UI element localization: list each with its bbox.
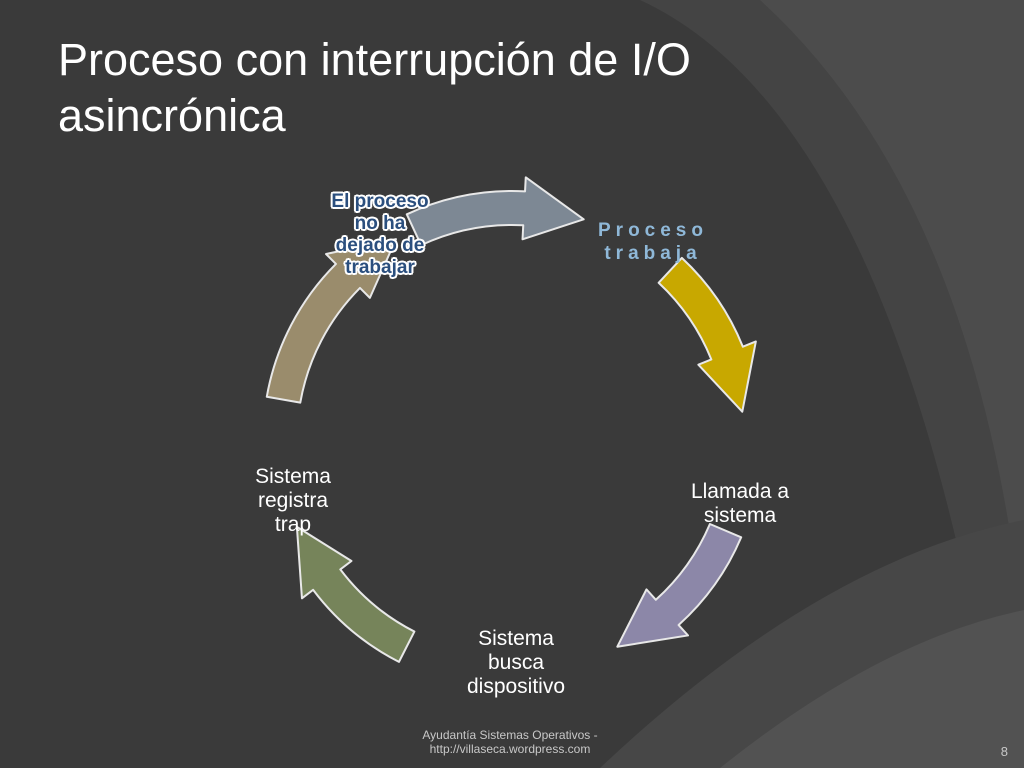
node-call-line-1: Llamada a — [690, 480, 790, 503]
slide-footer: Ayudantía Sistemas Operativos - http://v… — [380, 728, 640, 756]
arrow-work-to-call — [657, 256, 757, 413]
title-line-1: Proceso con interrupción de I/O — [58, 34, 691, 85]
node-work-line-1: Proceso — [598, 220, 708, 241]
node-process-not-stopped: El proceso no ha dejado de trabajar — [300, 191, 460, 279]
node-call-line-2: sistema — [703, 504, 777, 527]
node-trap-line-3: trap — [274, 513, 312, 536]
slide-title: Proceso con interrupción de I/O asincrón… — [58, 32, 958, 144]
node-busca-line-3: dispositivo — [466, 675, 566, 698]
arrow-trap-to-start — [265, 238, 397, 404]
node-start-line-1: El proceso — [331, 191, 429, 212]
node-busca-line-1: Sistema — [478, 627, 554, 650]
footer-line-1: Ayudantía Sistemas Operativos - — [422, 728, 598, 742]
node-work-line-2: trabaja — [604, 243, 702, 264]
node-system-call: Llamada a sistema — [665, 480, 815, 528]
footer-line-2: http://villaseca.wordpress.com — [429, 742, 591, 756]
node-start-line-3: dejado de — [335, 235, 425, 256]
node-trap-line-1: Sistema — [255, 465, 331, 488]
node-process-works: Proceso trabaja — [568, 219, 738, 265]
title-line-2: asincrónica — [58, 90, 286, 141]
node-busca-line-2: busca — [487, 651, 545, 674]
arrow-call-to-busca — [616, 523, 743, 648]
node-start-line-2: no ha — [354, 213, 406, 234]
node-system-seeks-device: Sistema busca dispositivo — [446, 627, 586, 699]
node-start-line-4: trabajar — [345, 257, 415, 278]
arrow-start-to-work — [405, 176, 585, 247]
node-system-registers-trap: Sistema registra trap — [228, 465, 358, 537]
arrow-busca-to-trap — [295, 525, 416, 663]
node-trap-line-2: registra — [257, 489, 329, 512]
page-number: 8 — [1000, 744, 1008, 759]
